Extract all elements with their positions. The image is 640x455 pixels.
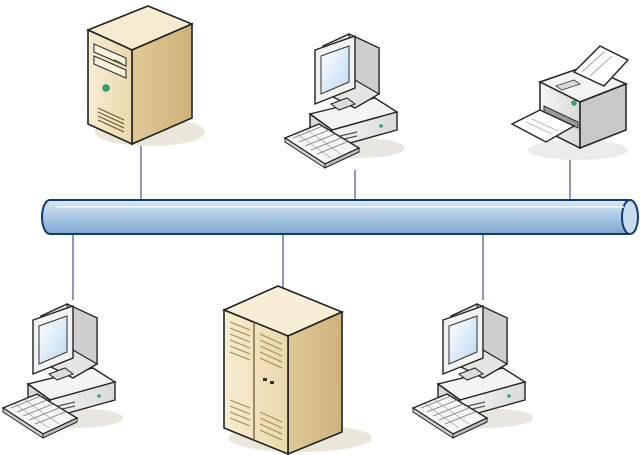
tower-server-icon xyxy=(85,5,205,146)
network-bus xyxy=(41,199,639,235)
workstation-top-icon xyxy=(284,33,406,169)
rack-server-icon xyxy=(221,285,372,455)
workstation-bottom-left-icon xyxy=(2,303,124,439)
workstation-bottom-right-icon xyxy=(412,303,534,439)
connectors xyxy=(72,135,571,300)
printer-icon xyxy=(510,45,630,160)
